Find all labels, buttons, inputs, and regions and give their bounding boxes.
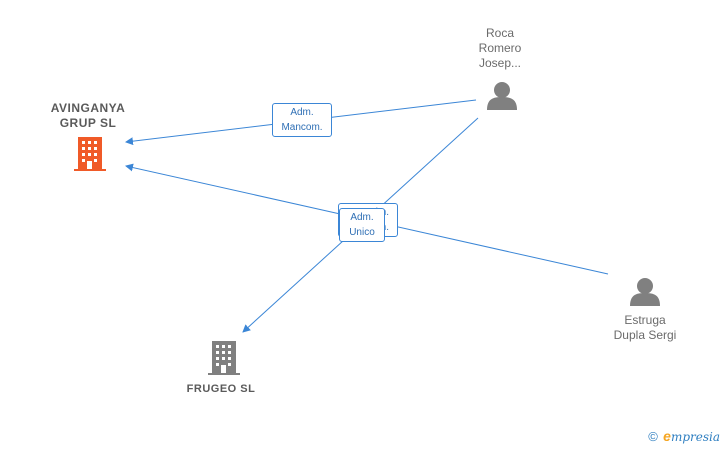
edge-label-roca-frugeo: Adm. Unico xyxy=(339,208,385,242)
edge-label-roca-avinganya: Adm. Mancom. xyxy=(272,103,332,137)
person-name-roca[interactable]: Roca Romero Josep... xyxy=(478,26,522,70)
copyright-symbol: © xyxy=(648,429,658,444)
person-name-estruga[interactable]: Estruga Dupla Sergi xyxy=(613,313,677,342)
person-icon[interactable] xyxy=(630,278,660,306)
person-icon[interactable] xyxy=(487,82,517,110)
empresia-logo[interactable]: © empresia xyxy=(648,428,720,444)
company-name-avinganya[interactable]: AVINGANYA GRUP SL xyxy=(50,101,126,130)
logo-initial: e xyxy=(663,428,671,444)
company-name-frugeo[interactable]: FRUGEO SL xyxy=(186,383,256,395)
building-icon[interactable] xyxy=(74,137,106,171)
logo-name: mpresia xyxy=(670,430,720,444)
building-icon[interactable] xyxy=(208,341,240,375)
